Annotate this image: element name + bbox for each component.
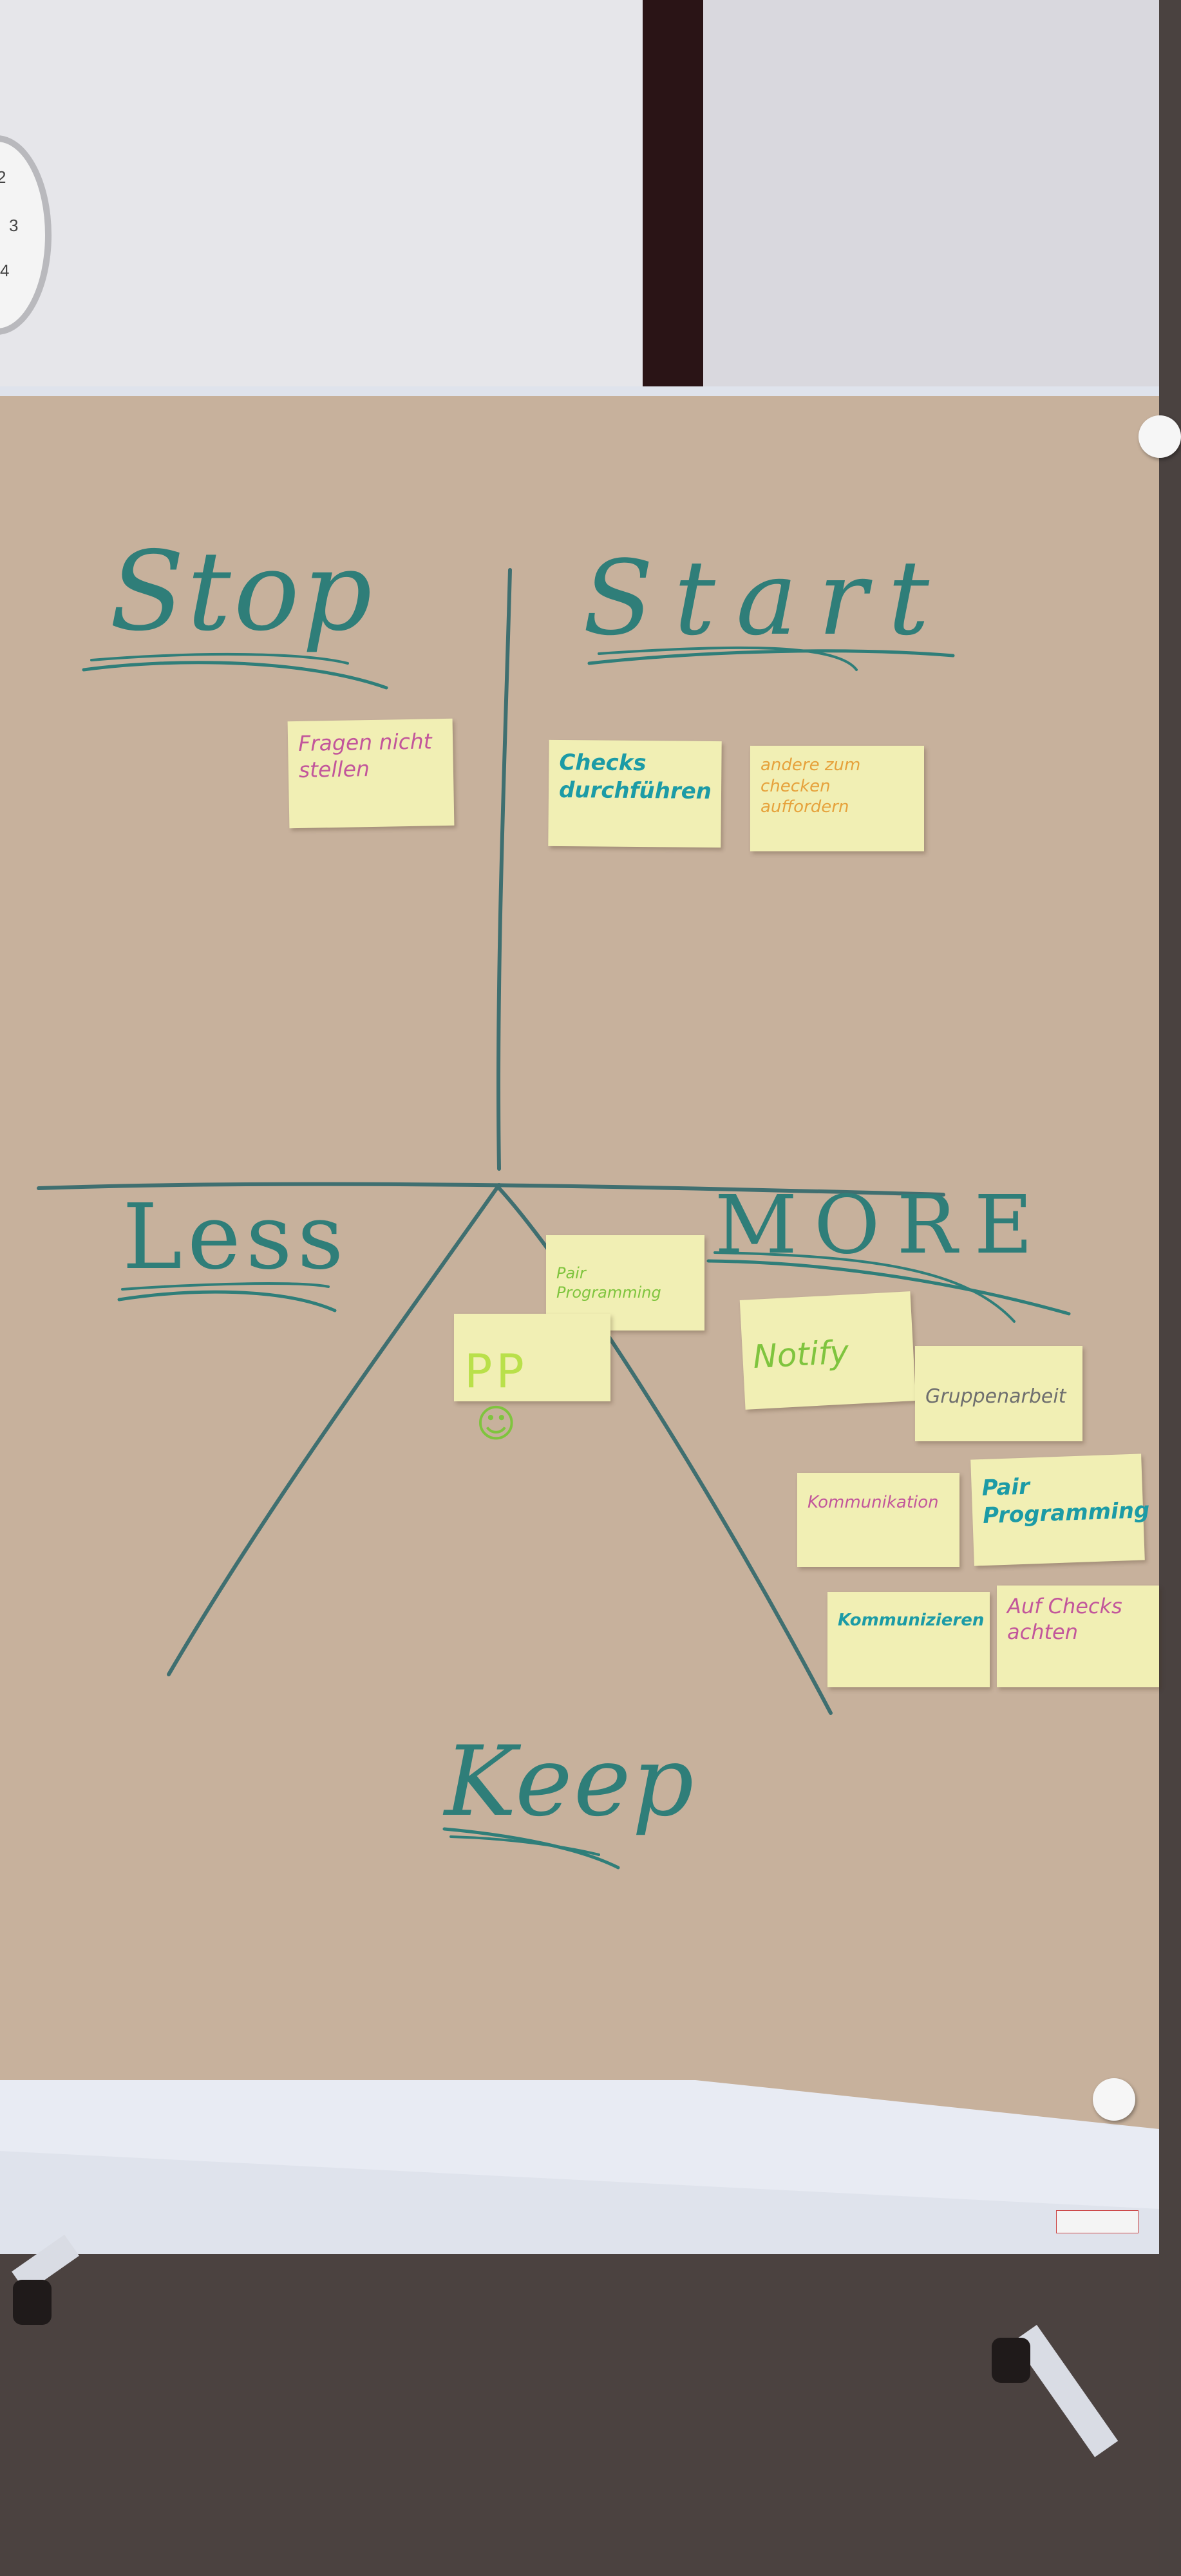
wheel-icon	[992, 2338, 1030, 2383]
clock-digit-2: 2	[0, 167, 6, 187]
less-underline	[117, 1290, 337, 1312]
pp-label: PP	[464, 1344, 528, 1398]
divider-diagonal-left	[167, 1183, 501, 1676]
magnet-icon	[1093, 2078, 1135, 2121]
stop-underline	[82, 661, 388, 690]
smiley-icon: ☺	[476, 1401, 516, 1446]
stop-underline-2	[90, 652, 349, 665]
sticky-note-start-checks[interactable]: Checks durchführen	[548, 739, 722, 848]
heading-keep: Keep	[444, 1726, 695, 1838]
sticky-note-kommunikation[interactable]: Kommunikation	[797, 1473, 959, 1567]
keep-underline-2	[449, 1835, 600, 1856]
magnet-icon	[1138, 415, 1181, 458]
heading-less: Less	[122, 1185, 349, 1290]
sticky-note-start-andere[interactable]: andere zum checken auffordern	[750, 746, 924, 851]
sticky-note-notify[interactable]: Notify	[739, 1291, 916, 1410]
heading-stop: Stop	[109, 528, 375, 656]
sticky-note-pair-programming[interactable]: Pair Programming	[970, 1454, 1150, 1566]
divider-vertical	[496, 568, 512, 1171]
start-underline-2	[598, 646, 858, 671]
board-label-sticker	[1056, 2210, 1138, 2233]
divider-diagonal-right	[497, 1186, 833, 1715]
sticky-note-kommunizieren[interactable]: Kommunizieren	[827, 1592, 990, 1687]
sticky-note-pp[interactable]: PP ☺	[454, 1314, 610, 1446]
sticky-note-auf-checks-achten[interactable]: Auf Checks achten	[997, 1586, 1159, 1687]
divider-horizontal	[37, 1182, 945, 1197]
more-underline	[706, 1259, 1071, 1316]
more-underline-2	[713, 1251, 1016, 1323]
start-underline	[587, 649, 955, 665]
clock-digit-3: 3	[9, 216, 19, 235]
wall-right-panel	[702, 0, 1159, 386]
heading-start: Start	[583, 538, 950, 658]
clock-digit-4: 4	[0, 261, 10, 280]
wall-pillar	[643, 0, 703, 393]
less-underline-2	[121, 1282, 330, 1291]
sticky-note-stop-fragen[interactable]: Fragen nicht stellen	[287, 718, 455, 829]
sticky-note-gruppenarbeit[interactable]: Gruppenarbeit	[915, 1346, 1082, 1441]
heading-more: MORE	[715, 1179, 1050, 1272]
wheel-icon	[13, 2280, 52, 2325]
